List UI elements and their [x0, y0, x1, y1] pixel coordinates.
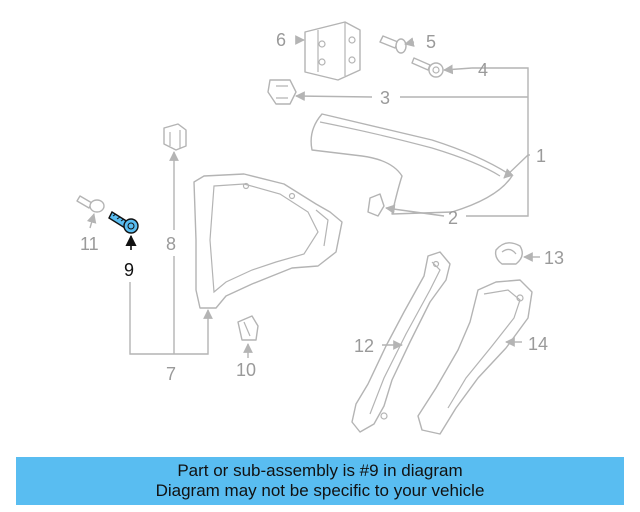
- callout-2[interactable]: 2: [448, 208, 458, 228]
- part-10-clip[interactable]: [237, 315, 259, 341]
- part-7-quarter-trim[interactable]: [193, 173, 343, 309]
- part-5-bolt[interactable]: [379, 35, 407, 54]
- part-1-upper-trim[interactable]: [310, 113, 513, 215]
- callout-7[interactable]: 7: [166, 364, 176, 384]
- callout-11[interactable]: 11: [80, 234, 99, 254]
- callout-13[interactable]: 13: [544, 248, 564, 268]
- part-9-bolt[interactable]: [108, 210, 139, 234]
- part-11-bolt[interactable]: [76, 195, 105, 213]
- callout-14[interactable]: 14: [528, 334, 548, 354]
- callout-10[interactable]: 10: [236, 360, 256, 380]
- callout-1[interactable]: 1: [536, 146, 546, 166]
- callout-9[interactable]: 9: [124, 260, 134, 280]
- callout-6[interactable]: 6: [276, 30, 286, 50]
- leader-lines: [86, 35, 540, 358]
- part-6-bracket[interactable]: [304, 21, 361, 81]
- callout-labels: 1 2 3 4 5 6 7 8 9 10 11 12 13 14: [80, 30, 564, 384]
- part-4-screw[interactable]: [411, 57, 444, 78]
- part-2-clip[interactable]: [367, 193, 385, 217]
- part-14-pillar-trim[interactable]: [417, 279, 533, 435]
- callout-12[interactable]: 12: [354, 336, 374, 356]
- callout-8[interactable]: 8: [166, 234, 176, 254]
- callout-3[interactable]: 3: [380, 88, 390, 108]
- parts-diagram: 1 2 3 4 5 6 7 8 9 10 11 12 13 14: [76, 21, 564, 435]
- part-13-grommet[interactable]: [494, 242, 523, 265]
- part-3-clip[interactable]: [267, 79, 297, 105]
- banner-line-2: Diagram may not be specific to your vehi…: [155, 481, 485, 500]
- part-8-clip[interactable]: [163, 123, 187, 151]
- banner-line-1: Part or sub-assembly is #9 in diagram: [177, 461, 463, 480]
- callout-4[interactable]: 4: [478, 60, 488, 80]
- callout-5[interactable]: 5: [426, 32, 436, 52]
- info-banner: Part or sub-assembly is #9 in diagram Di…: [16, 457, 624, 505]
